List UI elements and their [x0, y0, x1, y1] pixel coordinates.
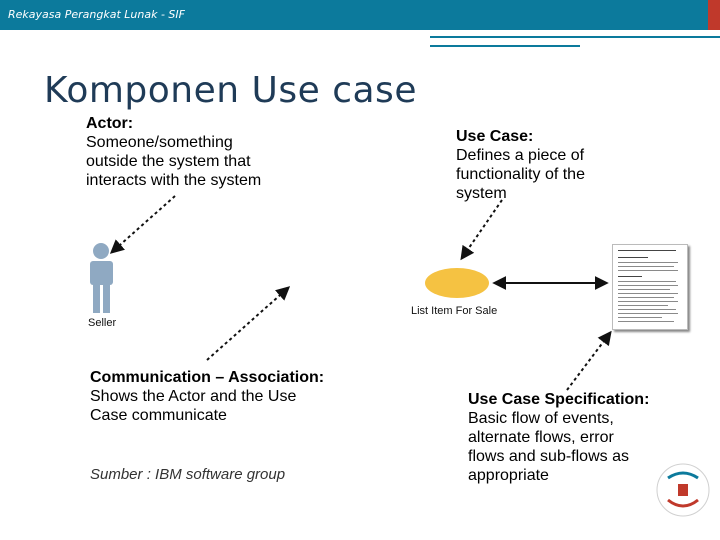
usecase-title: Use Case:	[456, 128, 534, 145]
communication-description: Communication – Association: Shows the A…	[90, 368, 324, 425]
specification-document-icon	[612, 244, 688, 330]
communication-line: Shows the Actor and the Use	[90, 388, 297, 405]
header-bar: Rekayasa Perangkat Lunak - SIF	[0, 0, 720, 30]
header-accent	[708, 0, 720, 30]
usecase-line: system	[456, 185, 507, 202]
association-pointer-arrow	[206, 286, 291, 361]
header-title: Rekayasa Perangkat Lunak - SIF	[8, 8, 185, 21]
communication-line: Case communicate	[90, 407, 227, 424]
actor-description: Actor: Someone/something outside the sys…	[86, 114, 261, 190]
actor-line: outside the system that	[86, 153, 251, 170]
usecase-line: functionality of the	[456, 166, 585, 183]
accent-line	[430, 45, 580, 47]
usecase-description: Use Case: Defines a piece of functionali…	[456, 127, 585, 203]
usecase-pointer-arrow	[460, 199, 503, 261]
university-logo	[656, 463, 710, 517]
spec-title: Use Case Specification:	[468, 391, 650, 408]
accent-line	[430, 36, 720, 38]
actor-title: Actor:	[86, 115, 134, 132]
actor-line: interacts with the system	[86, 172, 262, 189]
actor-line: Someone/something	[86, 134, 233, 151]
source-note: Sumber : IBM software group	[90, 466, 286, 483]
actor-label: Seller	[88, 317, 117, 329]
communication-title: Communication – Association:	[90, 369, 325, 386]
spec-pointer-arrow	[566, 330, 612, 391]
actor-figure-icon	[90, 243, 113, 313]
spec-line: Basic flow of events,	[468, 410, 614, 427]
spec-line: flows and sub-flows as	[468, 448, 629, 465]
usecase-label: List Item For Sale	[411, 305, 498, 317]
actor-pointer-arrow	[109, 195, 176, 254]
spec-line: alternate flows, error	[468, 429, 614, 446]
spec-line: appropriate	[468, 467, 549, 484]
page-title: Komponen Use case	[44, 70, 417, 111]
usecase-ellipse	[425, 268, 489, 298]
usecase-line: Defines a piece of	[456, 147, 585, 164]
spec-description: Use Case Specification: Basic flow of ev…	[468, 390, 649, 485]
